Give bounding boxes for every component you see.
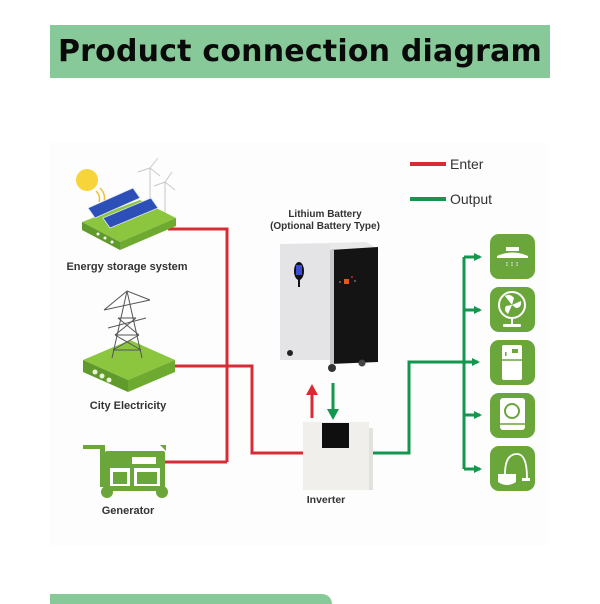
charge-arrow [306,384,318,418]
legend-enter-label: Enter [450,156,484,172]
range-hood-icon [490,234,535,279]
output-wires [370,253,482,473]
lithium-battery-image [280,242,380,372]
next-section-banner [50,594,332,604]
wire-energy-storage [168,227,229,462]
fan-icon [490,287,535,332]
discharge-arrow [327,383,339,420]
washing-machine-icon [490,393,535,438]
inverter-image [303,422,373,490]
refrigerator-icon [490,340,535,385]
battery-title-line1: Lithium Battery [288,209,362,220]
label-energy-storage: Energy storage system [66,261,187,273]
page-title: Product connection diagram [57,34,543,69]
title-banner: Product connection diagram [50,25,550,78]
battery-title-line2: (Optional Battery Type) [270,221,380,232]
label-generator: Generator [102,505,155,517]
sun-icon [76,169,106,203]
legend-output-label: Output [450,191,492,207]
wire-inverter-out [370,358,480,455]
solar-wind-icon [76,157,176,250]
generator-icon [83,445,168,498]
vacuum-cleaner-icon [490,446,535,491]
label-city-electricity: City Electricity [90,400,167,412]
wire-city [168,364,305,455]
legend: Enter Output [410,156,492,207]
input-wires [165,227,305,464]
power-tower-icon [83,290,175,392]
label-inverter: Inverter [307,494,346,506]
